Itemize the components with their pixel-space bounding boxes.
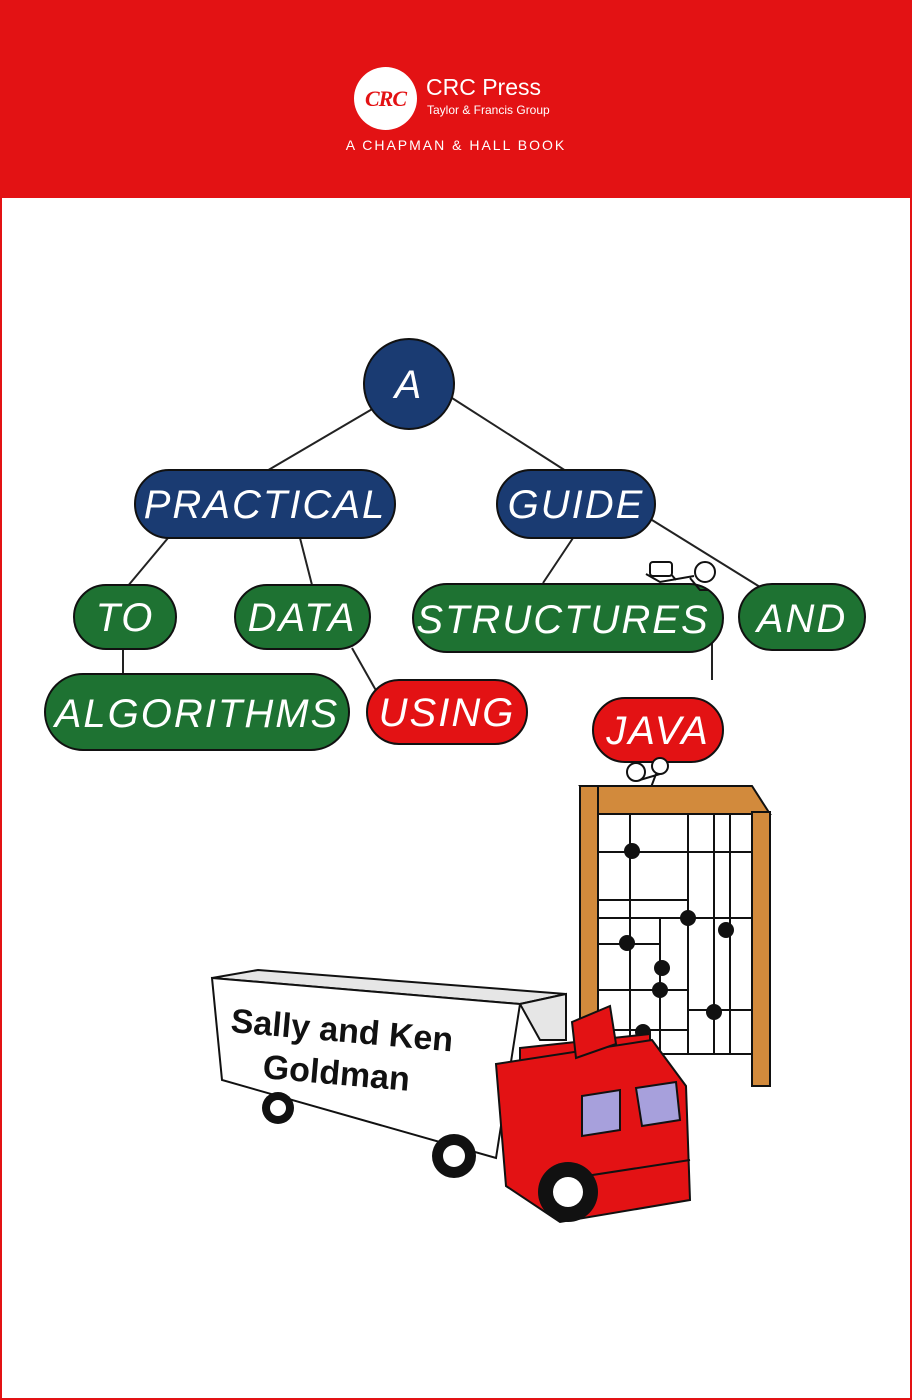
imprint-line: A CHAPMAN & HALL BOOK bbox=[345, 137, 567, 153]
node-label-data: DATA bbox=[248, 596, 357, 640]
cover-header: CRC CRC Press Taylor & Francis Group A C… bbox=[0, 0, 912, 198]
node-label-java: JAVA bbox=[605, 709, 710, 753]
tree-node-guide: GUIDE bbox=[496, 469, 656, 539]
bookshelf bbox=[578, 785, 772, 1087]
tree-node-java: JAVA bbox=[592, 697, 724, 763]
publisher-name: CRC Press bbox=[426, 74, 542, 100]
tree-node-to: TO bbox=[73, 584, 177, 650]
node-label-using: USING bbox=[379, 691, 516, 735]
node-label-algorithms: ALGORITHMS bbox=[53, 692, 339, 736]
tree-node-and: AND bbox=[738, 583, 866, 651]
stick-figure-lying bbox=[645, 561, 716, 591]
crc-logo-mark: CRC bbox=[364, 85, 407, 111]
tree-node-structures: STRUCTURES bbox=[412, 583, 724, 653]
moving-truck: Sally and Ken Goldman bbox=[210, 968, 692, 1224]
tree-node-data: DATA bbox=[234, 584, 371, 650]
tree-node-practical: PRACTICAL bbox=[134, 469, 396, 539]
node-label-guide: GUIDE bbox=[508, 483, 645, 527]
node-label-to: TO bbox=[96, 596, 155, 640]
tree-node-a: A bbox=[363, 338, 455, 430]
node-label-structures: STRUCTURES bbox=[416, 598, 709, 642]
crc-logo: CRC bbox=[354, 67, 417, 130]
publisher-group: Taylor & Francis Group bbox=[427, 103, 550, 117]
tree-node-using: USING bbox=[366, 679, 528, 745]
tree-node-algorithms: ALGORITHMS bbox=[44, 673, 350, 751]
node-label-and: AND bbox=[755, 597, 847, 641]
node-label-practical: PRACTICAL bbox=[144, 483, 387, 527]
node-label-a: A bbox=[393, 363, 424, 407]
